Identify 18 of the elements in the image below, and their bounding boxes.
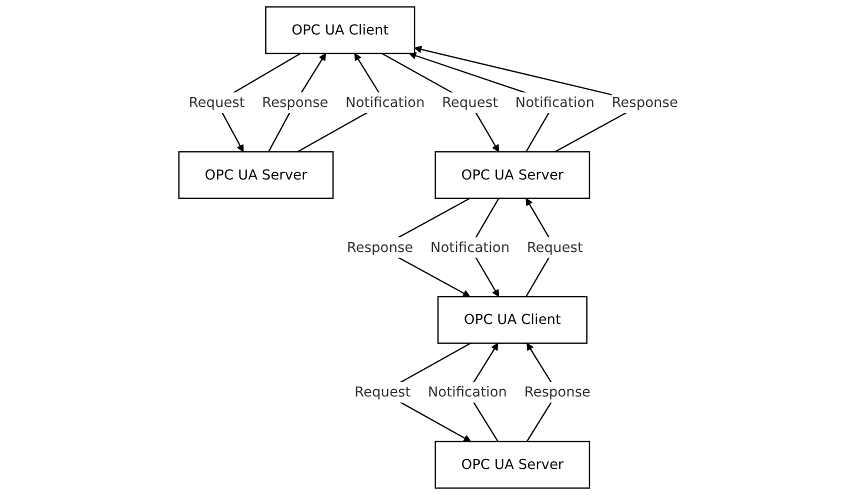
edge-label: Request (354, 384, 411, 400)
node-box: OPC UA Client (437, 296, 588, 344)
edge-label: Response (524, 384, 591, 400)
edge-label: Notification (346, 94, 425, 110)
edge-label: Response (262, 94, 328, 110)
edge-label: Notification (430, 238, 510, 256)
arrow (382, 52, 500, 152)
edge-label: Response (346, 238, 414, 256)
node-box: OPC UA Server (178, 151, 334, 199)
node-box: OPC UA Server (434, 440, 590, 489)
edge-label: Request (442, 94, 498, 110)
node-box: OPC UA Client (265, 6, 416, 54)
edge-label: Request (188, 94, 245, 110)
node-box: OPC UA Server (434, 151, 590, 199)
edge-label: Request (526, 238, 583, 256)
edge-label: Response (612, 94, 678, 110)
edge-label: Notification (428, 384, 508, 400)
edge-label: Notification (515, 94, 595, 110)
